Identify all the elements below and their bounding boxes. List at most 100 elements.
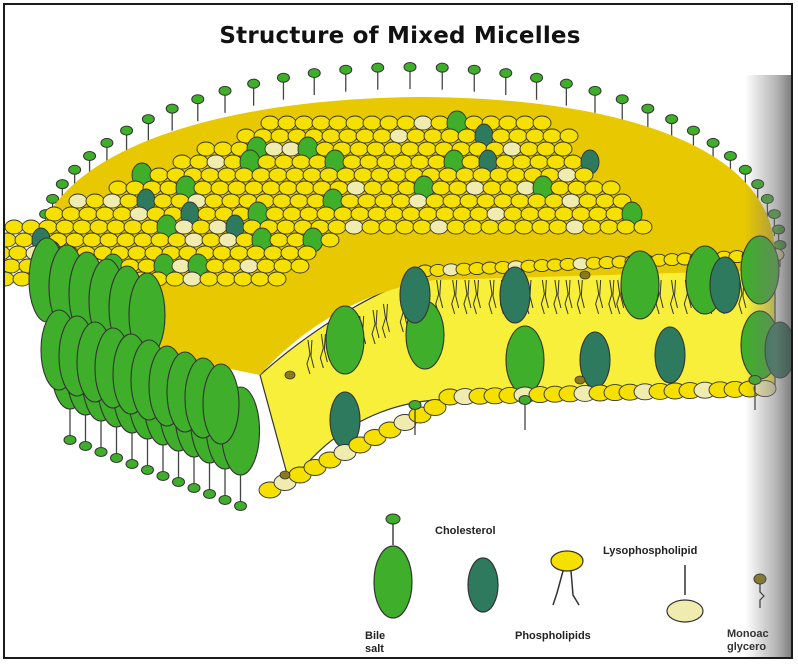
lysophospholipid-head <box>172 259 190 273</box>
phospholipid-head <box>555 207 573 221</box>
phospholipid-head <box>543 129 561 143</box>
legend-label-cholesterol: Cholesterol <box>435 525 496 538</box>
phospholipid-head <box>606 207 624 221</box>
rim-bile-salt-head <box>500 69 512 78</box>
phospholipid-head <box>192 220 210 234</box>
phospholipid-head <box>458 129 476 143</box>
bile-salt-head <box>188 484 200 493</box>
rim-bile-salt-head <box>724 152 736 161</box>
bile-salt <box>326 306 364 374</box>
phospholipid-head <box>264 246 282 260</box>
lysophospholipid-head <box>409 194 427 208</box>
phospholipid-head <box>579 194 597 208</box>
phospholipid-head <box>596 194 614 208</box>
phospholipid-head <box>547 155 565 169</box>
phospholipid-head <box>279 181 297 195</box>
legend-label-monoacylglycerol: Monoac glycero <box>727 628 769 654</box>
rim-bile-salt-head <box>56 180 68 189</box>
phospholipid-head <box>234 272 252 286</box>
phospholipid-head <box>337 168 355 182</box>
phospholipid-head <box>343 155 361 169</box>
phospholipid-head <box>245 181 263 195</box>
phospholipid-head <box>602 181 620 195</box>
phospholipid-head <box>292 155 310 169</box>
phospholipid-head <box>568 181 586 195</box>
phospholipid-head <box>453 207 471 221</box>
phospholipid-head <box>334 207 352 221</box>
phospholipid-head <box>499 116 517 130</box>
figure-frame: Structure of Mixed Micelles Cholesterol … <box>3 3 793 659</box>
phospholipid-head <box>431 116 449 130</box>
phospholipid-head <box>436 207 454 221</box>
lysophospholipid-head <box>430 220 448 234</box>
phospholipid-head <box>464 220 482 234</box>
phospholipid-head <box>329 116 347 130</box>
page-edge-shadow <box>745 75 793 659</box>
bile-salt-head <box>204 490 216 499</box>
phospholipid-head <box>235 168 253 182</box>
phospholipid-head <box>268 272 286 286</box>
monoacylglycerol-head <box>580 271 590 279</box>
rim-bile-salt-head <box>560 79 572 88</box>
phospholipid-head <box>402 207 420 221</box>
phospholipid-head <box>160 181 178 195</box>
cholesterol <box>710 257 740 313</box>
phospholipid-head <box>73 220 91 234</box>
lysophospholipid-head <box>240 259 258 273</box>
phospholipid-head <box>364 181 382 195</box>
legend-label-monoacylglycerol-line1: Monoac <box>727 628 769 641</box>
phospholipid-head <box>86 194 104 208</box>
phospholipid-head <box>368 207 386 221</box>
phospholipid-head <box>321 233 339 247</box>
phospholipid-head <box>537 142 555 156</box>
phospholipid-head <box>521 207 539 221</box>
phospholipid-head <box>261 116 279 130</box>
phospholipid-head <box>481 220 499 234</box>
phospholipid-head <box>600 220 618 234</box>
phospholipid-head <box>322 129 340 143</box>
phospholipid-head <box>449 181 467 195</box>
phospholipid-head <box>281 246 299 260</box>
rim-bile-salt-head <box>192 95 204 104</box>
bile-salt-head <box>235 502 247 511</box>
bile-salt-head <box>219 496 231 505</box>
phospholipid-head <box>492 129 510 143</box>
phospholipid-head <box>385 207 403 221</box>
phospholipid-head <box>252 168 270 182</box>
phospholipid-head <box>113 207 131 221</box>
phospholipid-head <box>634 220 652 234</box>
rim-bile-salt-head <box>531 73 543 82</box>
phospholipid-head <box>5 220 23 234</box>
lysophospholipid-head <box>345 220 363 234</box>
phospholipid-head <box>358 194 376 208</box>
phospholipid-head <box>426 194 444 208</box>
phospholipid-head <box>270 233 288 247</box>
phospholipid-head <box>394 155 412 169</box>
phospholipid-head <box>375 194 393 208</box>
phospholipid-head <box>377 155 395 169</box>
phospholipid-head <box>230 246 248 260</box>
phospholipid-head <box>532 220 550 234</box>
lysophospholipid-head <box>517 181 535 195</box>
phospholipid-head <box>447 220 465 234</box>
phospholipid-head <box>13 272 31 286</box>
phospholipid-head <box>381 181 399 195</box>
phospholipid-head <box>398 181 416 195</box>
phospholipid-head <box>96 207 114 221</box>
cholesterol <box>400 267 430 323</box>
phospholipid-head <box>545 194 563 208</box>
phospholipid-head <box>560 129 578 143</box>
phospholipid-head <box>351 207 369 221</box>
phospholipid-head <box>504 207 522 221</box>
phospholipid-head <box>202 233 220 247</box>
rim-bile-salt-head <box>642 104 654 113</box>
lysophospholipid-head <box>282 142 300 156</box>
lysophospholipid-head <box>183 272 201 286</box>
phospholipid-head <box>516 116 534 130</box>
phospholipid-head <box>213 246 231 260</box>
phospholipid-head <box>549 220 567 234</box>
phospholipid-head <box>384 142 402 156</box>
phospholipid-head <box>286 168 304 182</box>
phospholipid-head <box>483 181 501 195</box>
bile-salt-head <box>173 478 185 487</box>
